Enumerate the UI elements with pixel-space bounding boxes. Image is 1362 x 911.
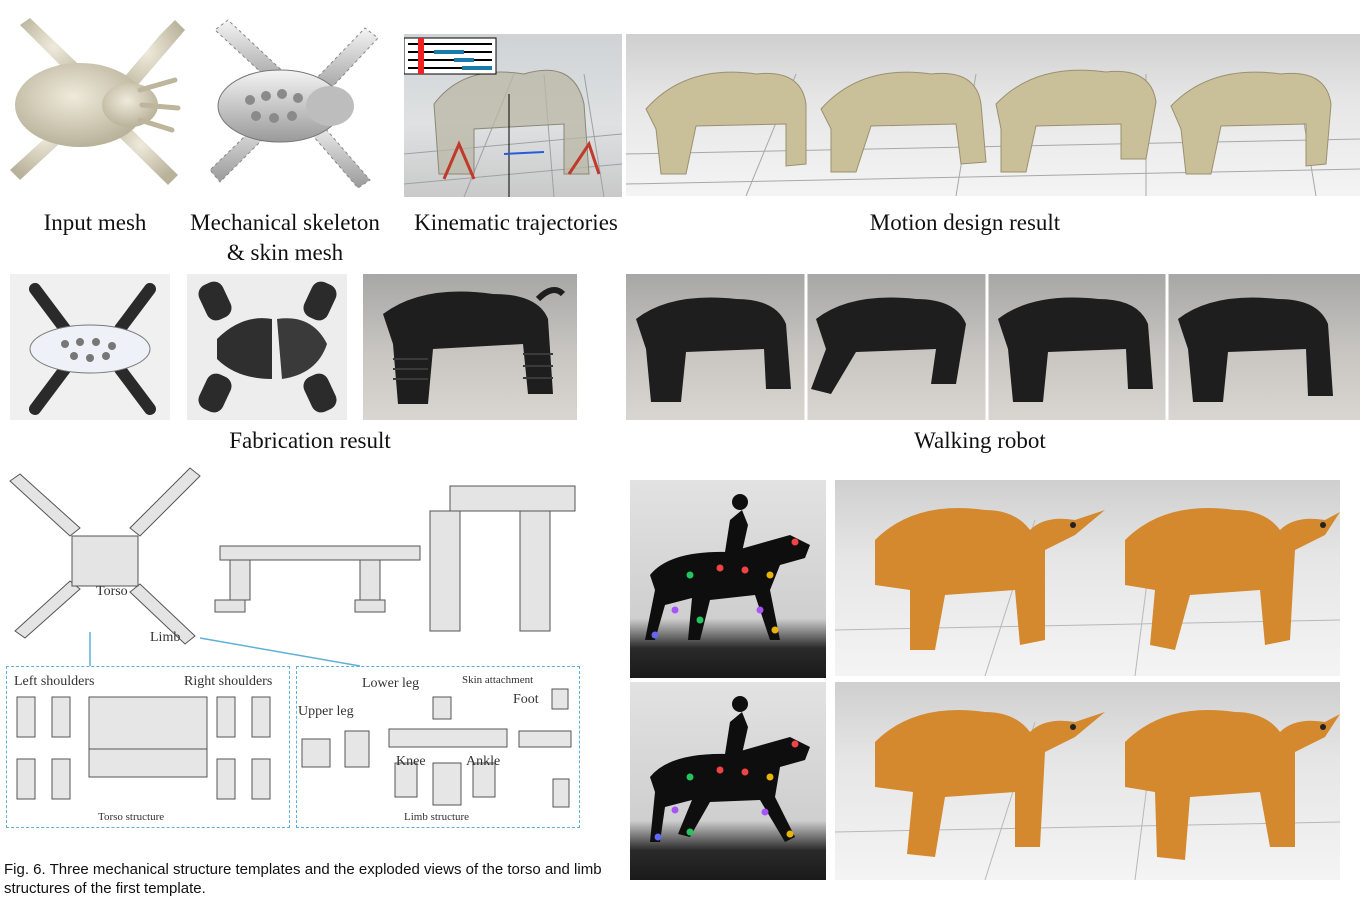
torso-structure-box [6,666,290,828]
caption-fabrication: Fabrication result [229,428,391,453]
caption-input-mesh: Input mesh [43,210,147,235]
input-mesh-image [0,10,200,200]
fabrication-skin-photo [187,274,347,420]
callout-lines [89,632,361,667]
limb-structure-box [296,666,580,828]
kinematic-trajectories-image [404,34,622,197]
mechanical-skeleton-image [200,10,390,200]
fabrication-skeleton-photo [10,274,170,420]
creature-motion-frame-1 [835,480,1340,676]
caption-kinematic: Kinematic trajectories [414,210,618,235]
label-lower-leg: Lower leg [362,676,420,691]
creature-motion-frame-2 [835,682,1340,880]
caption-mechanical-skeleton: Mechanical skeleton [190,210,380,235]
label-torso-structure: Torso structure [98,811,165,823]
caption-walking-robot: Walking robot [914,428,1046,453]
label-knee: Knee [396,754,426,769]
label-left-shoulders: Left shoulders [14,674,95,689]
label-right-shoulders: Right shoulders [184,674,273,689]
label-torso: Torso [96,584,128,599]
walking-robot-photos [626,274,1360,420]
caption-skin-mesh: & skin mesh [226,240,344,265]
label-ankle: Ankle [466,754,501,769]
caption-motion-design: Motion design result [869,210,1061,235]
horse-rider-frame-1 [630,480,826,678]
label-limb-structure: Limb structure [404,811,470,823]
motion-design-image [626,34,1360,196]
structure-templates-drawing [0,466,600,662]
label-skin-attachment: Skin attachment [462,674,534,686]
label-upper-leg: Upper leg [298,704,354,719]
fabrication-robot-photo [363,274,577,420]
label-limb: Limb [150,630,181,645]
horse-rider-frame-2 [630,682,826,880]
figure-caption: Fig. 6. Three mechanical structure templ… [4,861,602,897]
label-foot: Foot [513,692,539,707]
